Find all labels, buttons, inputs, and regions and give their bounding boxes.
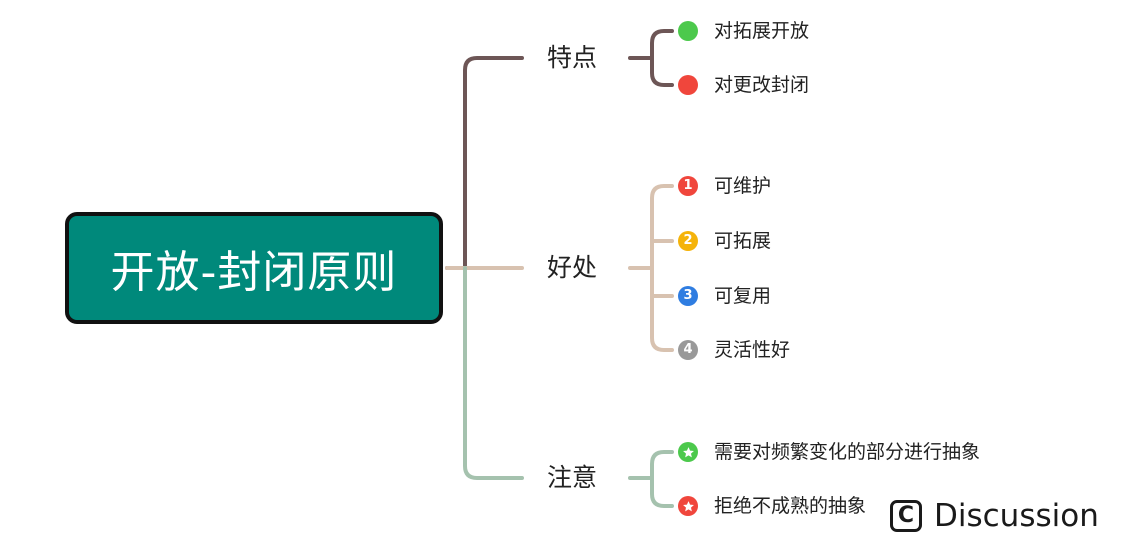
- leaf-topic[interactable]: 可复用: [714, 285, 772, 307]
- star-icon: [678, 496, 698, 516]
- red-dot-icon: [678, 75, 698, 95]
- branch-topic-benefits[interactable]: 好处: [547, 251, 597, 285]
- number-4-icon: 4: [678, 340, 698, 360]
- link-branch-1-leaf-1: [628, 29, 674, 60]
- copyright-c-icon: C: [890, 500, 922, 532]
- leaf-topic[interactable]: 对拓展开放: [714, 20, 810, 42]
- root-topic-label: 开放-封闭原则: [110, 247, 398, 298]
- link-root-branch-1: [445, 56, 524, 270]
- number-2-icon: 2: [678, 231, 698, 251]
- leaf-topic[interactable]: 需要对频繁变化的部分进行抽象: [714, 441, 981, 463]
- root-topic[interactable]: 开放-封闭原则: [65, 212, 443, 324]
- green-dot-icon: [678, 21, 698, 41]
- branch-topic-label: 特点: [547, 43, 598, 72]
- discussion-watermark: C Discussion: [888, 494, 1123, 538]
- number-1-icon: 1: [678, 176, 698, 196]
- branch-topic-features[interactable]: 特点: [547, 41, 597, 75]
- branch-topic-label: 好处: [547, 253, 598, 282]
- star-icon: [678, 442, 698, 462]
- watermark-text: Discussion: [934, 498, 1099, 534]
- link-branch-3-leaf-2: [650, 476, 674, 508]
- leaf-topic[interactable]: 灵活性好: [714, 339, 791, 361]
- link-branch-2-leaf-1: [628, 184, 674, 270]
- link-branch-1-leaf-2: [650, 56, 674, 87]
- link-branch-2-leaf-4: [650, 266, 674, 352]
- leaf-topic[interactable]: 可拓展: [714, 230, 772, 252]
- branch-topic-notes[interactable]: 注意: [547, 461, 597, 495]
- leaf-topic[interactable]: 对更改封闭: [714, 74, 810, 96]
- link-branch-3-leaf-1: [628, 450, 674, 480]
- leaf-topic[interactable]: 拒绝不成熟的抽象: [714, 495, 867, 517]
- number-3-icon: 3: [678, 286, 698, 306]
- leaf-topic[interactable]: 可维护: [714, 175, 772, 197]
- link-root-branch-3: [463, 266, 524, 480]
- branch-topic-label: 注意: [547, 463, 598, 492]
